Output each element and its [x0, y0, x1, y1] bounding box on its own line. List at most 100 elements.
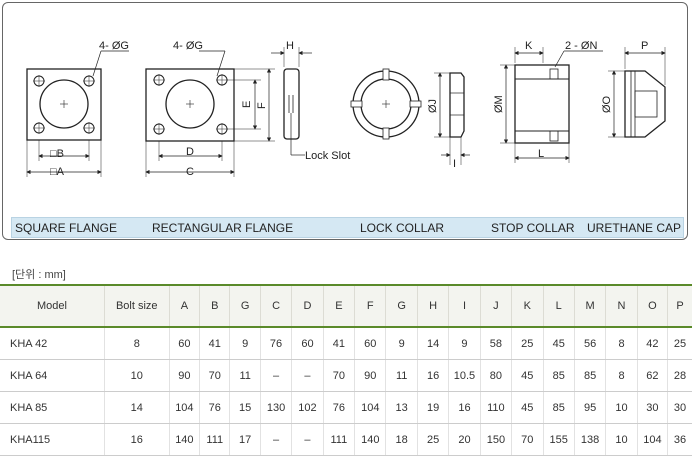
- value-cell: 90: [168, 359, 200, 392]
- value-cell: 76: [322, 391, 355, 424]
- square-flange-drawing: [26, 50, 129, 177]
- urethane-cap-drawing: [608, 47, 666, 138]
- value-cell: 45: [511, 359, 543, 392]
- column-header: A: [168, 284, 200, 328]
- caption-bar: SQUARE FLANGE RECTANGULAR FLANGE LOCK CO…: [11, 217, 684, 238]
- value-cell: 104: [354, 391, 386, 424]
- stop-dim-l: L: [538, 148, 544, 160]
- column-header: D: [291, 284, 324, 328]
- value-cell: 111: [322, 423, 355, 456]
- value-cell: 11: [385, 359, 418, 392]
- stop-dim-k: K: [525, 40, 533, 52]
- column-header: L: [542, 284, 575, 328]
- value-cell: 16: [448, 391, 481, 424]
- value-cell: 104: [168, 391, 200, 424]
- value-cell: 11: [229, 359, 261, 392]
- value-cell: 150: [479, 423, 512, 456]
- value-cell: 140: [168, 423, 200, 456]
- value-cell: 58: [479, 327, 512, 360]
- column-header: G: [229, 284, 261, 328]
- cap-dim-p: P: [641, 40, 648, 52]
- column-header: C: [259, 284, 292, 328]
- value-cell: 20: [448, 423, 481, 456]
- caption-lock-collar: LOCK COLLAR: [360, 221, 445, 235]
- model-cell: KHA115: [0, 423, 105, 456]
- column-header: Bolt size: [103, 284, 170, 328]
- column-header: M: [573, 284, 606, 328]
- value-cell: 30: [636, 391, 668, 424]
- column-header: I: [448, 284, 481, 328]
- value-cell: 70: [322, 359, 355, 392]
- lock-dim-h: H: [286, 40, 294, 52]
- value-cell: 8: [605, 327, 638, 360]
- value-cell: 60: [291, 327, 324, 360]
- value-cell: 60: [168, 327, 200, 360]
- caption-square-flange: SQUARE FLANGE: [15, 221, 118, 235]
- model-cell: KHA 42: [0, 327, 105, 360]
- value-cell: 80: [479, 359, 512, 392]
- rect-hole-label: 4- ØG: [173, 40, 203, 52]
- lock-dim-i: I: [453, 158, 456, 170]
- value-cell: 25: [511, 327, 543, 360]
- column-header: H: [416, 284, 449, 328]
- column-header: J: [479, 284, 512, 328]
- caption-stop-collar: STOP COLLAR: [491, 221, 575, 235]
- value-cell: –: [259, 423, 292, 456]
- value-cell: 25: [667, 327, 692, 360]
- cap-dim-o: ØO: [601, 95, 613, 113]
- stop-dim-m: ØM: [493, 95, 505, 113]
- value-cell: 13: [385, 391, 418, 424]
- value-cell: 10: [103, 359, 170, 392]
- value-cell: 14: [416, 327, 449, 360]
- value-cell: 9: [448, 327, 481, 360]
- value-cell: 10: [605, 391, 638, 424]
- lock-collar-section-drawing: [434, 72, 470, 165]
- column-header: O: [636, 284, 668, 328]
- value-cell: 130: [259, 391, 292, 424]
- stop-holes-label: 2 - ØN: [565, 40, 597, 52]
- value-cell: 62: [636, 359, 668, 392]
- value-cell: 45: [542, 327, 575, 360]
- value-cell: 9: [229, 327, 261, 360]
- value-cell: 95: [573, 391, 606, 424]
- value-cell: 18: [385, 423, 418, 456]
- caption-rectangular-flange: RECTANGULAR FLANGE: [152, 221, 294, 235]
- value-cell: 85: [573, 359, 606, 392]
- value-cell: 15: [229, 391, 261, 424]
- value-cell: 9: [385, 327, 418, 360]
- sq-hole-label: 4- ØG: [99, 40, 129, 52]
- value-cell: 8: [103, 327, 170, 360]
- lock-dim-j: ØJ: [427, 99, 439, 113]
- value-cell: 76: [259, 327, 292, 360]
- value-cell: –: [291, 423, 324, 456]
- value-cell: 85: [542, 359, 575, 392]
- value-cell: 10: [605, 423, 638, 456]
- value-cell: 41: [322, 327, 355, 360]
- value-cell: 16: [103, 423, 170, 456]
- value-cell: 70: [199, 359, 230, 392]
- value-cell: 16: [416, 359, 449, 392]
- rect-dim-c: C: [186, 166, 194, 178]
- column-header: E: [322, 284, 355, 328]
- value-cell: 10.5: [448, 359, 481, 392]
- value-cell: 17: [229, 423, 261, 456]
- value-cell: 104: [636, 423, 668, 456]
- rect-dim-f: F: [256, 102, 268, 109]
- value-cell: 60: [354, 327, 386, 360]
- value-cell: –: [259, 359, 292, 392]
- rect-dim-d: D: [186, 146, 194, 158]
- model-cell: KHA 64: [0, 359, 105, 392]
- value-cell: 19: [416, 391, 449, 424]
- sq-dim-b: □B: [50, 148, 64, 160]
- value-cell: –: [291, 359, 324, 392]
- caption-urethane-cap: URETHANE CAP: [587, 221, 682, 235]
- value-cell: 14: [103, 391, 170, 424]
- lock-collar-front-drawing: [350, 68, 422, 140]
- value-cell: 30: [667, 391, 692, 424]
- value-cell: 70: [511, 423, 543, 456]
